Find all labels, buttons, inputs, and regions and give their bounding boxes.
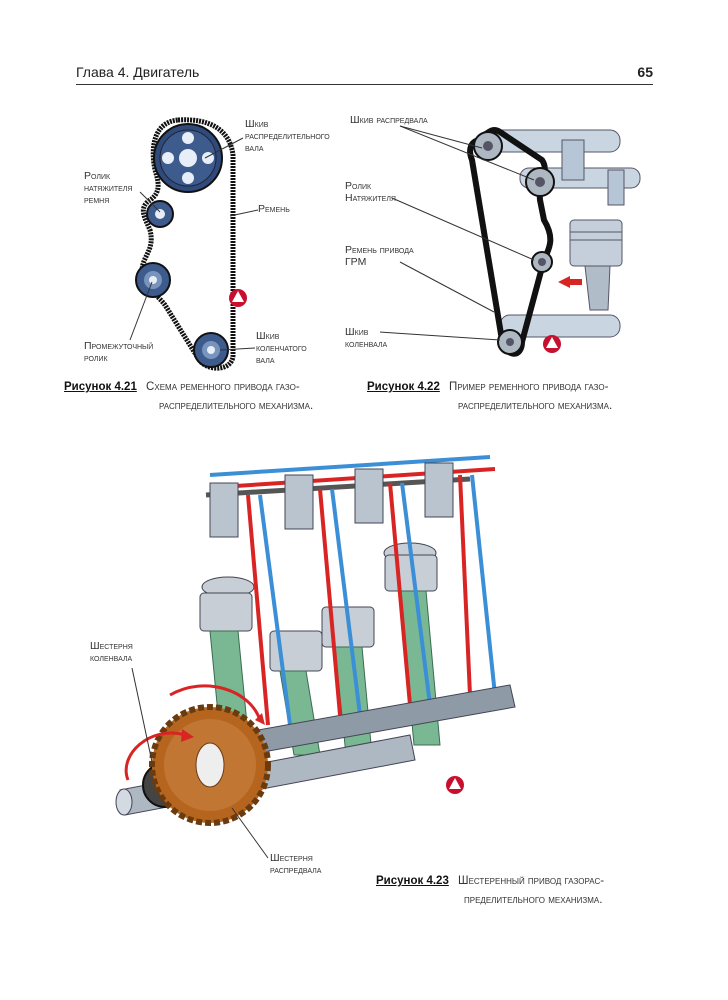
figure-4-21-belt-scheme	[135, 117, 247, 371]
caption-4-23-text-2: пределительного механизма.	[464, 894, 603, 906]
label-cam-pulley: Шкив распределительного вала	[245, 118, 330, 154]
timing-belt	[139, 117, 236, 371]
label-crank-pulley: Шкив коленчатого вала	[256, 330, 307, 366]
caption-4-22: Рисунок 4.22 Пример ременного привода га…	[367, 378, 657, 416]
label-cam-gear: Шестерня распредвала	[270, 852, 322, 876]
caption-4-22-text-2: распределительного механизма.	[458, 400, 613, 412]
label-cam-pulleys: Шкив распредвала	[350, 114, 428, 126]
label-crank-gear: Шестерня коленвала	[90, 640, 133, 664]
publisher-logo-icon	[446, 776, 464, 794]
caption-4-23-text-1: Шестеренный привод газорас-	[458, 875, 605, 887]
label-belt-22: Ремень привода ГРМ	[345, 244, 414, 268]
rotation-arrow-icon	[124, 731, 186, 781]
rotation-arrow-icon	[169, 684, 262, 721]
caption-4-21-number: Рисунок 4.21	[64, 381, 137, 393]
page-header: Глава 4. Двигатель 65	[76, 64, 653, 82]
caption-4-21: Рисунок 4.21 Схема ременного привода газ…	[64, 378, 344, 416]
caption-4-22-number: Рисунок 4.22	[367, 381, 440, 393]
tension-arrow-icon	[558, 276, 582, 288]
idler-roller	[135, 262, 171, 298]
label-belt: Ремень	[258, 203, 290, 215]
cam-pulley-2	[525, 167, 555, 197]
tensioner-roller	[146, 200, 174, 228]
cam-gear	[149, 704, 271, 826]
label-tensioner: Ролик натяжителя ремня	[84, 170, 133, 206]
figure-4-23-gear-drive	[115, 455, 516, 826]
tensioner-roller	[531, 251, 553, 273]
chapter-title: Глава 4. Двигатель	[76, 64, 200, 80]
page-number: 65	[637, 64, 653, 80]
label-crank-pulley-22: Шкив коленвала	[345, 326, 388, 350]
caption-4-21-text-2: распределительного механизма.	[159, 400, 314, 412]
cam-pulley-1	[473, 131, 503, 161]
publisher-logo-icon	[229, 289, 247, 307]
caption-4-23: Рисунок 4.23 Шестеренный привод газорас-…	[376, 872, 676, 910]
label-tensioner-22: Ролик Натяжителя	[345, 180, 396, 204]
caption-4-21-text-1: Схема ременного привода газо-	[146, 381, 300, 393]
caption-4-23-number: Рисунок 4.23	[376, 875, 449, 887]
header-rule	[76, 84, 653, 85]
cam-pulley	[153, 123, 223, 193]
publisher-logo-icon	[543, 335, 561, 353]
crank-pulley	[497, 329, 523, 355]
label-idler: Промежуточный ролик	[84, 340, 154, 364]
figure-4-22-belt-example	[467, 127, 641, 357]
caption-4-22-text-1: Пример ременного привода газо-	[449, 381, 609, 393]
timing-belt	[467, 127, 554, 357]
